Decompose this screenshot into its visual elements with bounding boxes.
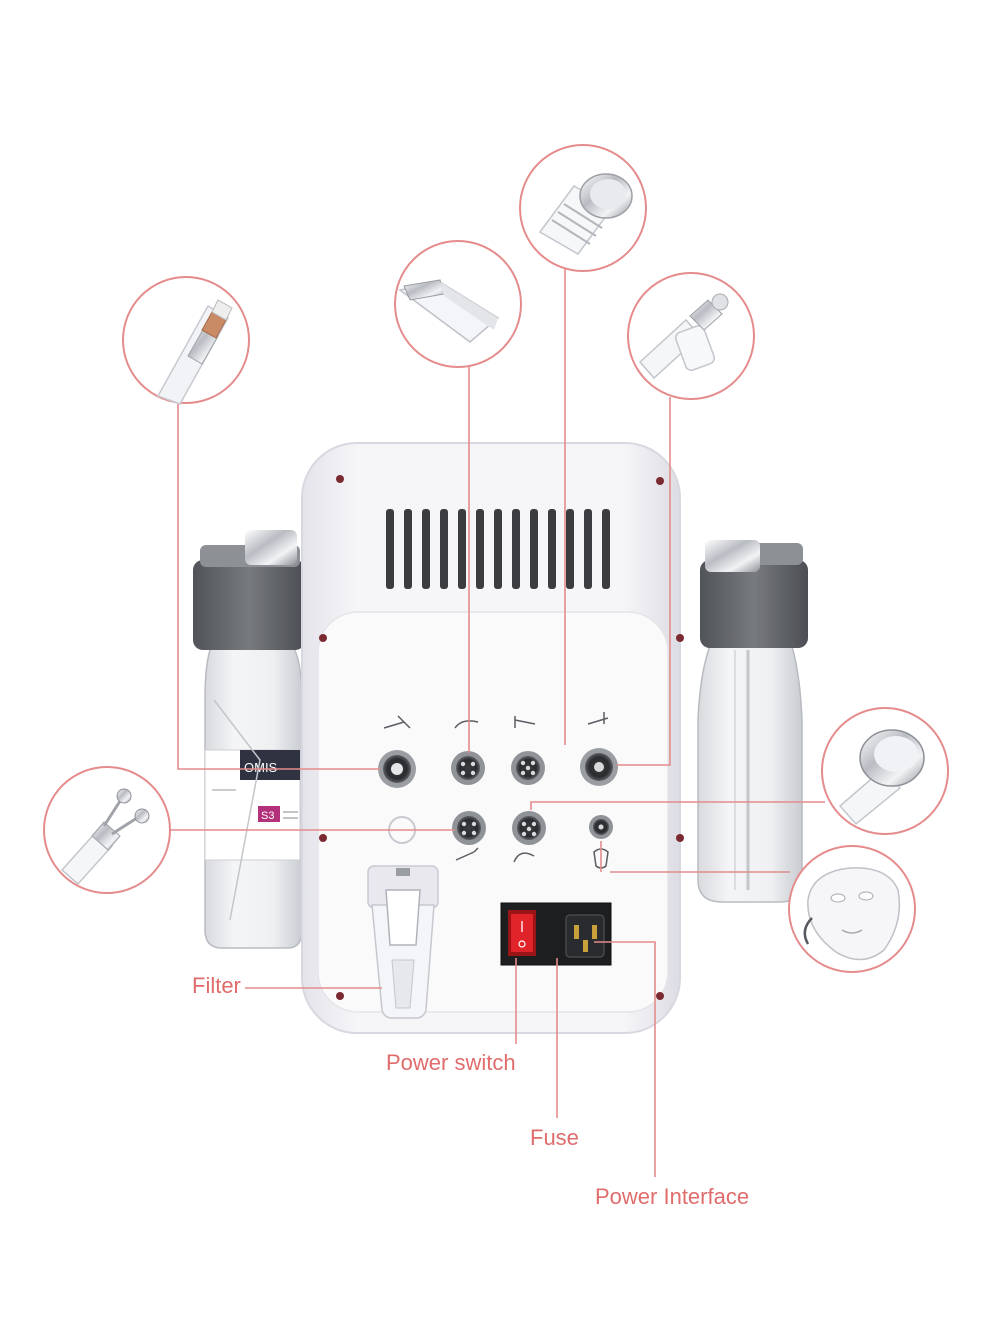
screw xyxy=(656,477,664,485)
ultrasound-port[interactable] xyxy=(512,811,546,845)
vacuum-port[interactable] xyxy=(511,751,545,785)
microneedle-pen-icon xyxy=(156,299,233,405)
scrubber-spatula-icon xyxy=(398,279,500,343)
screw xyxy=(676,634,684,642)
vacuum-symbol-icon xyxy=(514,716,536,728)
ultrasound-symbol-icon xyxy=(513,852,535,863)
aqua-peel-handle-icon xyxy=(638,293,729,380)
callout-lines xyxy=(170,268,825,1177)
roller-symbol-icon xyxy=(455,847,479,861)
scrubber-symbol-icon xyxy=(454,720,479,729)
microcurrent-roller-icon xyxy=(60,788,150,886)
led-face-mask-callout xyxy=(788,845,916,973)
ultrasound-handle-callout xyxy=(821,707,949,835)
roller-port[interactable] xyxy=(452,811,486,845)
microneedle-rf-pen-callout xyxy=(122,276,250,405)
mask-port[interactable] xyxy=(589,815,613,839)
aqua-line xyxy=(617,397,671,766)
ultrasonic-scrubber-callout xyxy=(394,240,522,368)
power-inlet[interactable] xyxy=(565,914,605,958)
screw xyxy=(319,634,327,642)
aqua-symbol-icon xyxy=(587,712,609,725)
microneedle-line xyxy=(177,400,380,770)
microneedle-port[interactable] xyxy=(378,750,416,788)
port-row-top xyxy=(378,748,618,788)
left-bottle: OMIS S3 xyxy=(193,530,305,949)
bottle-brand-text: OMIS xyxy=(244,760,278,775)
aqua-peel-port[interactable] xyxy=(580,748,618,786)
port-symbols xyxy=(383,712,609,869)
screw xyxy=(319,834,327,842)
mask-symbol-icon xyxy=(593,848,609,869)
power-interface-label: Power Interface xyxy=(595,1184,750,1209)
screw xyxy=(656,992,664,1000)
vacuum-handle-icon xyxy=(538,173,633,255)
led-mask-icon xyxy=(803,867,901,961)
bottle-code-text: S3 xyxy=(261,810,274,822)
filter-cup xyxy=(367,865,439,1019)
power-module xyxy=(500,902,612,966)
ultrasound-head-icon xyxy=(838,729,925,826)
fuse-label: Fuse xyxy=(530,1125,579,1150)
power-interface-line xyxy=(594,941,656,1177)
air-vent xyxy=(386,509,610,589)
device-body xyxy=(301,442,684,1034)
port-row-bottom xyxy=(388,811,613,845)
right-bottle xyxy=(697,540,808,903)
screw xyxy=(336,475,344,483)
vacuum-cavitation-handle-callout xyxy=(519,144,647,272)
bio-microcurrent-roller-callout xyxy=(43,766,171,894)
screw xyxy=(336,992,344,1000)
scrubber-port[interactable] xyxy=(451,751,485,785)
power-switch-label: Power switch xyxy=(386,1050,516,1075)
screw xyxy=(676,834,684,842)
hydro-aqua-peel-handle-callout xyxy=(627,272,755,400)
power-switch[interactable] xyxy=(508,910,536,956)
microneedle-symbol-icon xyxy=(383,715,411,729)
ultrasound-line xyxy=(530,801,825,810)
filter-label: Filter xyxy=(192,973,241,998)
